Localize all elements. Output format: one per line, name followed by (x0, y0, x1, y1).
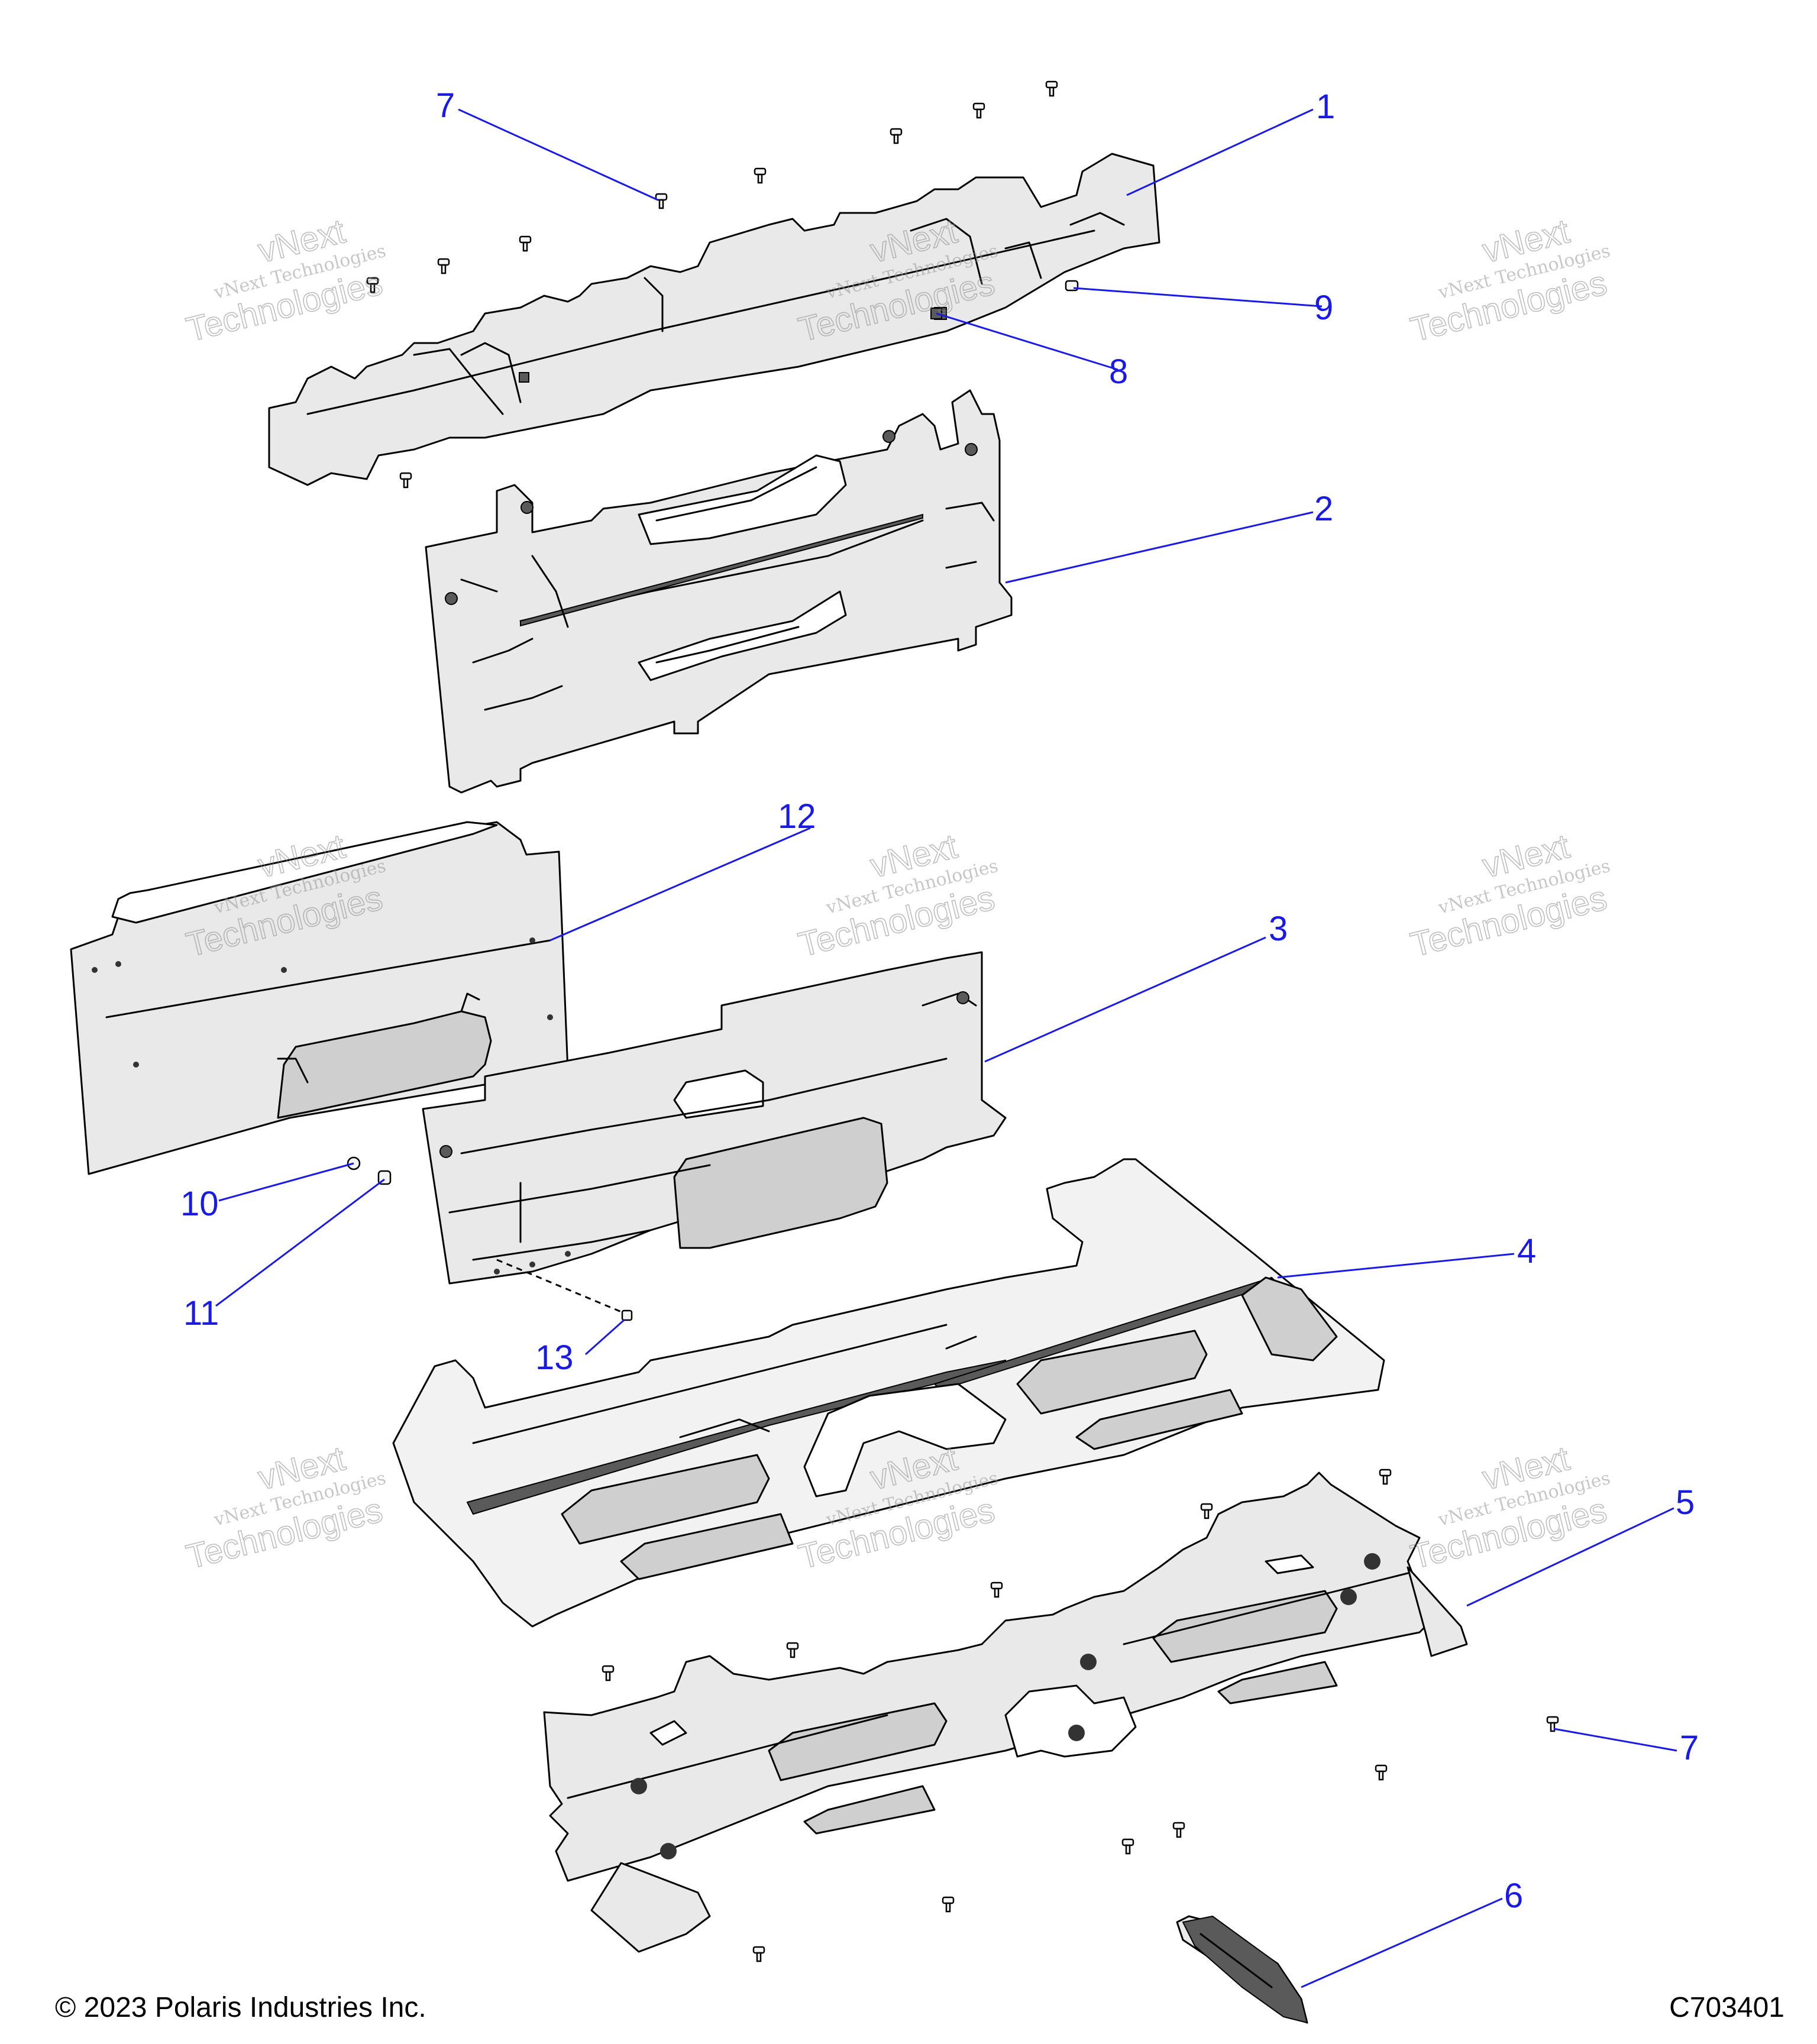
figure-id: C703401 (1669, 1992, 1784, 2023)
leader-lines (215, 108, 1677, 1988)
part-4-floor-mat (392, 1158, 1385, 1628)
part-6-cover (1176, 1915, 1308, 2024)
callout-7-top: 7 (436, 86, 455, 125)
part-5-floor-pan (543, 1471, 1468, 1953)
fastener-screw (366, 277, 379, 293)
watermark: vNext vNext Technologies Technologies (1407, 211, 1612, 350)
watermark: vNext vNext Technologies Technologies (182, 1438, 388, 1577)
fastener-screw (602, 1665, 615, 1681)
fastener-screw (437, 258, 450, 274)
fastener-screw (1121, 1838, 1134, 1855)
fastener-screw (786, 1642, 799, 1658)
callout-3: 3 (1269, 910, 1288, 948)
fastener-screw (890, 128, 903, 144)
callout-9: 9 (1314, 289, 1333, 327)
callout-labels: 1 2 3 4 5 6 7 7 8 9 10 11 12 13 (180, 86, 1699, 1915)
fastener-screw (1375, 1764, 1388, 1781)
callout-6: 6 (1504, 1877, 1523, 1915)
fastener-screw (990, 1581, 1003, 1598)
fastener-screw (519, 235, 532, 252)
fastener-screw (1200, 1503, 1213, 1519)
callout-11: 11 (183, 1294, 219, 1333)
fastener-screw (655, 193, 668, 209)
fastener-clip (621, 1309, 633, 1321)
callout-1: 1 (1316, 88, 1335, 126)
fastener-screw (752, 1946, 765, 1962)
part-12-side-shield (70, 821, 569, 1175)
fastener-screw (1379, 1469, 1392, 1485)
callout-5: 5 (1676, 1483, 1695, 1522)
fastener-screw (1045, 80, 1058, 97)
part-1-upper-rail (268, 153, 1160, 486)
fastener-screw (399, 472, 412, 489)
callout-8: 8 (1109, 352, 1128, 391)
watermark: vNext vNext Technologies Technologies (1407, 826, 1612, 965)
callout-7-bottom: 7 (1680, 1729, 1699, 1767)
callout-12: 12 (778, 797, 816, 836)
fastener-screw (1172, 1822, 1185, 1838)
fastener-screw (1546, 1716, 1559, 1732)
watermark: vNext vNext Technologies Technologies (182, 211, 388, 350)
fastener-screw (972, 102, 985, 119)
callout-4: 4 (1517, 1232, 1536, 1270)
callout-10: 10 (180, 1185, 219, 1223)
part-3-rear-panel (422, 951, 1007, 1285)
fastener-screw (754, 167, 767, 184)
callout-13: 13 (535, 1338, 574, 1377)
watermark: vNext vNext Technologies Technologies (1407, 1438, 1612, 1577)
copyright-text: © 2023 Polaris Industries Inc. (55, 1992, 426, 2023)
part-2-front-panel (425, 389, 1013, 794)
watermark: vNext vNext Technologies Technologies (794, 826, 1000, 965)
fastener-screw (942, 1896, 955, 1913)
callout-2: 2 (1314, 490, 1333, 528)
